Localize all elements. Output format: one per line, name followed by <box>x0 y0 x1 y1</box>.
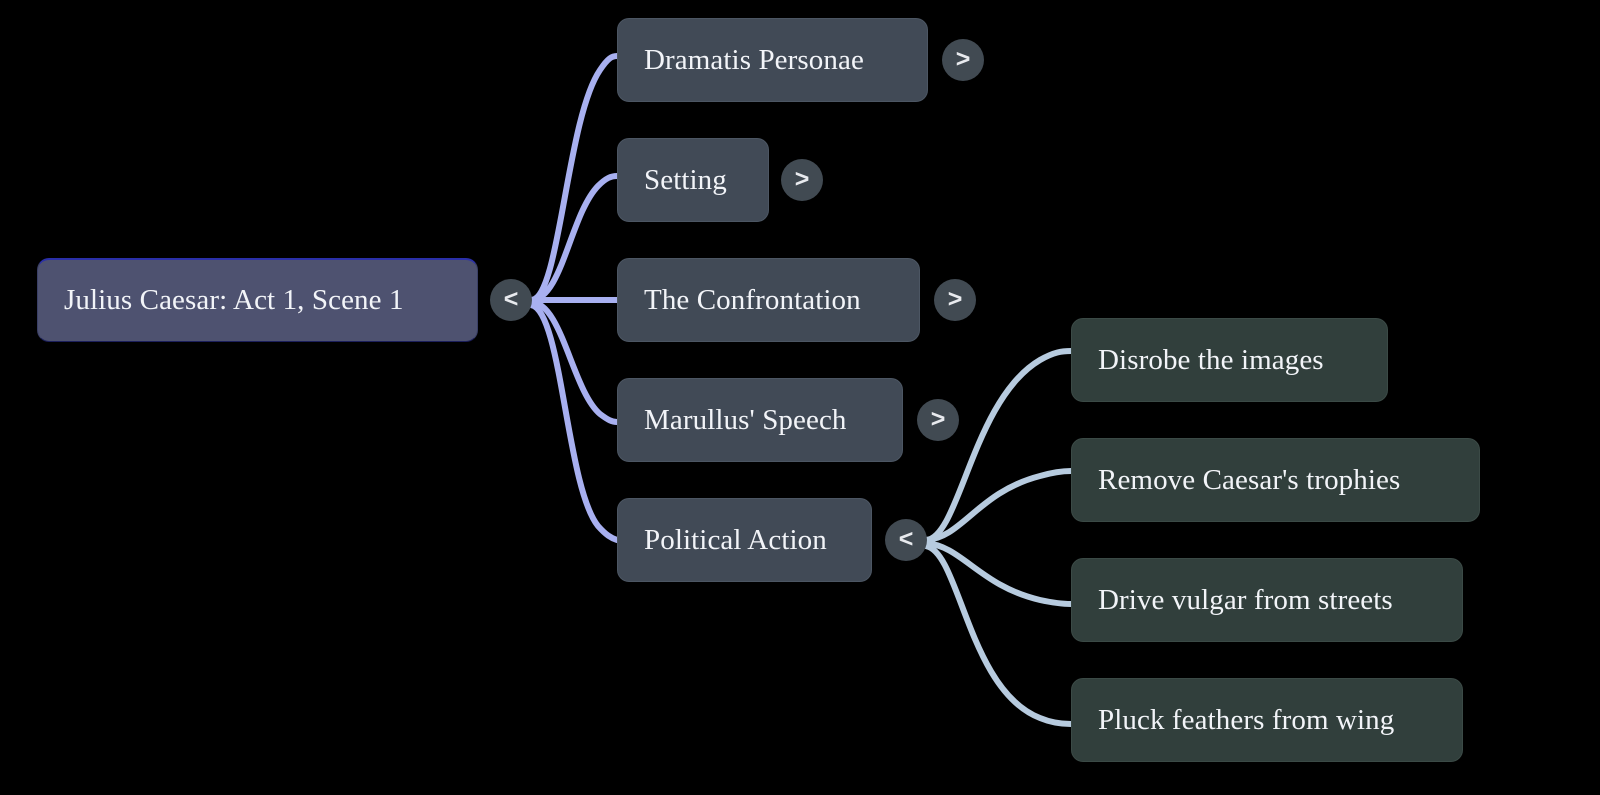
branch-node-political-action[interactable]: Political Action <box>617 498 872 582</box>
marullus-speech-expand-toggle-icon[interactable]: > <box>917 399 959 441</box>
root-collapse-toggle-icon[interactable]: < <box>490 279 532 321</box>
leaf-node-label: Drive vulgar from streets <box>1098 583 1393 616</box>
root-node[interactable]: Julius Caesar: Act 1, Scene 1 <box>37 258 478 342</box>
the-confrontation-expand-toggle-icon[interactable]: > <box>934 279 976 321</box>
branch-node-marullus-speech[interactable]: Marullus' Speech <box>617 378 903 462</box>
edge-root-toggle-to-political-action <box>528 302 620 543</box>
branch-node-label: Dramatis Personae <box>644 43 864 76</box>
leaf-node-drive-vulgar-from-streets[interactable]: Drive vulgar from streets <box>1071 558 1463 642</box>
edge-political-action-toggle-to-drive-vulgar-from-streets <box>923 540 1074 607</box>
leaf-node-label: Disrobe the images <box>1098 343 1324 376</box>
leaf-node-label: Pluck feathers from wing <box>1098 703 1395 736</box>
edge-root-toggle-to-dramatis-personae <box>528 53 620 303</box>
dramatis-personae-expand-toggle-icon[interactable]: > <box>942 39 984 81</box>
leaf-node-disrobe-the-images[interactable]: Disrobe the images <box>1071 318 1388 402</box>
root-node-label: Julius Caesar: Act 1, Scene 1 <box>64 284 404 316</box>
branch-node-label: The Confrontation <box>644 283 861 316</box>
branch-node-label: Marullus' Speech <box>644 403 847 436</box>
edge-root-toggle-to-setting <box>528 173 620 303</box>
edge-political-action-toggle-to-pluck-feathers-from-wing <box>923 543 1074 727</box>
branch-node-label: Setting <box>644 163 727 196</box>
chevron-right-icon: > <box>794 164 810 193</box>
leaf-node-pluck-feathers-from-wing[interactable]: Pluck feathers from wing <box>1071 678 1463 762</box>
setting-expand-toggle-icon[interactable]: > <box>781 159 823 201</box>
edges-level-1 <box>528 53 620 543</box>
branch-node-dramatis-personae[interactable]: Dramatis Personae <box>617 18 928 102</box>
chevron-left-icon: < <box>898 524 914 553</box>
chevron-right-icon: > <box>955 44 971 73</box>
chevron-left-icon: < <box>503 284 519 313</box>
edge-political-action-toggle-to-disrobe-the-images <box>923 348 1074 543</box>
chevron-right-icon: > <box>947 284 963 313</box>
edge-political-action-toggle-to-remove-caesars-trophies <box>923 468 1074 543</box>
leaf-node-remove-caesars-trophies[interactable]: Remove Caesar's trophies <box>1071 438 1480 522</box>
leaf-node-label: Remove Caesar's trophies <box>1098 463 1401 496</box>
political-action-collapse-toggle-icon[interactable]: < <box>885 519 927 561</box>
chevron-right-icon: > <box>930 404 946 433</box>
branch-node-label: Political Action <box>644 523 827 556</box>
edge-root-toggle-to-marullus-speech <box>528 299 620 425</box>
branch-node-the-confrontation[interactable]: The Confrontation <box>617 258 920 342</box>
branch-node-setting[interactable]: Setting <box>617 138 769 222</box>
